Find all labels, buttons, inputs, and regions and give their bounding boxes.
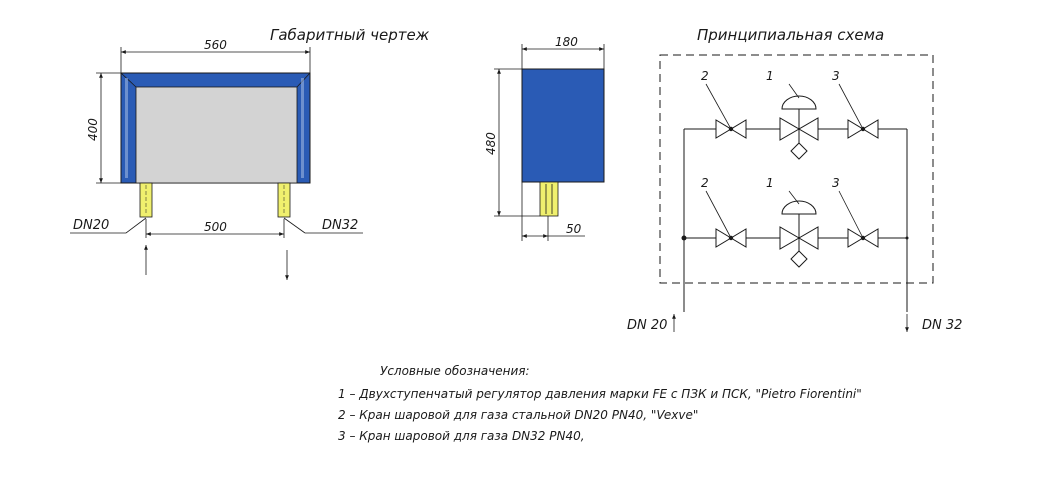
top-callout-1: 1 [766, 69, 774, 83]
schematic-title: Принципиальная схема [697, 26, 884, 44]
front-door-panel [135, 86, 298, 184]
height-dimension-label: 400 [86, 118, 100, 141]
schematic-outlet-label: DN 32 [922, 318, 962, 333]
schematic-enclosure [659, 54, 934, 284]
side-pipe [539, 181, 559, 217]
left-pipe-label: DN20 [73, 218, 109, 233]
legend-heading: Условные обозначения: [380, 364, 530, 378]
bottom-callout-3: 3 [832, 176, 840, 190]
top-callout-3: 3 [832, 69, 840, 83]
principal-schematic: 2 1 3 2 1 3 DN 20 [627, 54, 962, 333]
side-height-label: 480 [484, 132, 498, 155]
side-pipe-label: 50 [566, 222, 582, 236]
front-view: 560 400 500 DN20 DN32 [70, 38, 363, 280]
pipe-spacing-label: 500 [204, 220, 227, 234]
top-ball-valve-3 [847, 119, 879, 139]
bottom-ball-valve-3 [847, 228, 879, 248]
bottom-callout-1: 1 [766, 176, 774, 190]
bottom-ball-valve-2 [715, 228, 747, 248]
legend-item-2: 2 – Кран шаровой для газа стальной DN20 … [338, 408, 698, 422]
bottom-callout-2: 2 [701, 176, 709, 190]
legend-item-1: 1 – Двухступенчатый регулятор давления м… [338, 387, 862, 401]
bottom-pressure-regulator-1 [779, 200, 819, 268]
legend-item-3: 3 – Кран шаровой для газа DN32 PN40, [338, 429, 585, 443]
side-width-label: 180 [555, 35, 578, 49]
side-cabinet [521, 68, 605, 183]
legend: Условные обозначения: 1 – Двухступенчаты… [338, 364, 862, 443]
top-pressure-regulator-1 [779, 95, 819, 160]
schematic-inlet-label: DN 20 [627, 318, 667, 333]
width-dimension-label: 560 [204, 38, 227, 52]
dimensional-drawing-title: Габаритный чертеж [270, 26, 430, 44]
top-callout-2: 2 [701, 69, 709, 83]
right-pipe-label: DN32 [322, 218, 358, 233]
side-view: 180 480 50 [484, 35, 605, 241]
